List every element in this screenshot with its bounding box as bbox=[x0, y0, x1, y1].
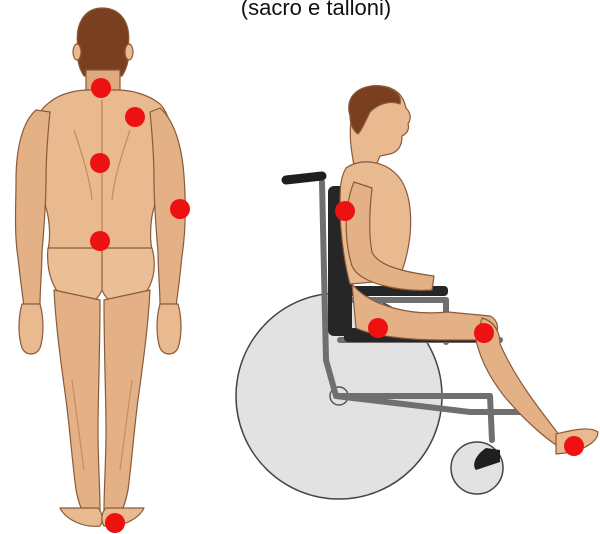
right-hand bbox=[157, 304, 181, 354]
wheelchair-figure bbox=[236, 86, 598, 499]
right-ear bbox=[125, 44, 133, 60]
pressure-point-shoulder-blade bbox=[125, 107, 145, 127]
pressure-point-sacrum bbox=[90, 231, 110, 251]
pressure-point-heel bbox=[105, 513, 125, 533]
left-leg bbox=[54, 290, 100, 510]
pressure-point-buttock bbox=[368, 318, 388, 338]
pressure-point-neck bbox=[91, 78, 111, 98]
left-foot bbox=[60, 508, 102, 526]
pressure-point-heel-seated bbox=[564, 436, 584, 456]
left-ear bbox=[73, 44, 81, 60]
right-leg bbox=[104, 290, 150, 510]
pressure-point-elbow bbox=[170, 199, 190, 219]
left-arm bbox=[16, 110, 51, 306]
head bbox=[77, 8, 129, 76]
left-hand bbox=[19, 304, 43, 354]
pressure-point-back-of-knee bbox=[474, 323, 494, 343]
pressure-point-upper-back bbox=[335, 201, 355, 221]
push-handle bbox=[286, 176, 322, 180]
pressure-point-mid-spine bbox=[90, 153, 110, 173]
